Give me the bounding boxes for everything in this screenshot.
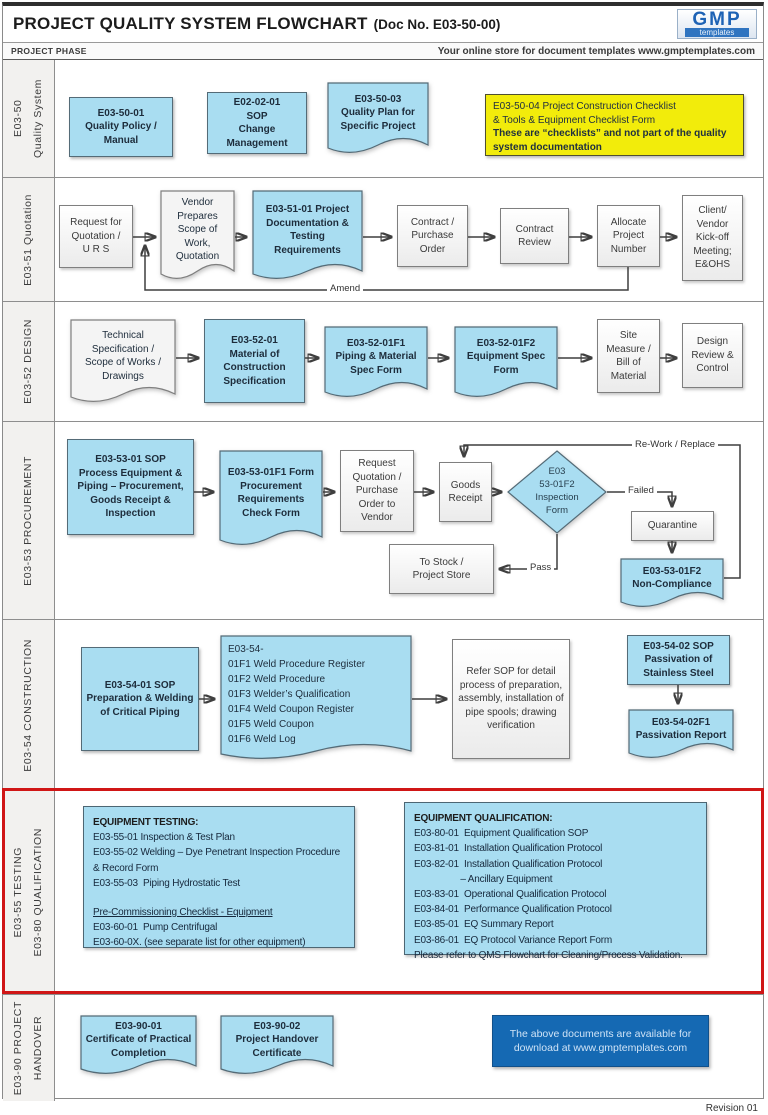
page-title-docno: (Doc No. E03-50-00) [373, 17, 501, 32]
lane-content-quotation: Request for Quotation / U R S Vendor Pre… [55, 178, 763, 301]
rework-connector-label: Re-Work / Replace [632, 439, 719, 450]
node-quarantine: Quarantine [631, 511, 714, 541]
node-to-stock-project-store: To Stock / Project Store [389, 544, 494, 594]
lane-content-construction: E03-54-01 SOP Preparation & Welding of C… [55, 620, 763, 790]
revision-label: Revision 01 [705, 1103, 758, 1114]
node-vendor-prepares-scope: Vendor Prepares Scope of Work, Quotation [160, 190, 235, 282]
node-procurement-sop: E03-53-01 SOP Process Equipment & Piping… [67, 439, 194, 535]
design-connectors [176, 302, 763, 421]
lane-label-construction: E03-54 CONSTRUCTION [3, 620, 55, 790]
node-allocate-project-number: Allocate Project Number [597, 205, 660, 267]
lane-content-testing-qualification: EQUIPMENT TESTING: E03-55-01 Inspection … [55, 791, 763, 994]
node-construction-checklist-note: E03-50-04 Project Construction Checklist… [485, 94, 744, 156]
node-non-compliance-form: E03-53-01F2 Non-Compliance [620, 558, 724, 610]
node-request-quotation-po-vendor: Request Quotation / Purchase Order to Ve… [340, 450, 414, 532]
node-download-note: The above documents are available for do… [492, 1015, 709, 1067]
lane-construction: E03-54 CONSTRUCTION E03-54-01 SOP Prepar… [3, 620, 763, 791]
node-refer-sop-note: Refer SOP for detail process of preparat… [452, 639, 570, 759]
node-site-measure-bom: Site Measure / Bill of Material [597, 319, 660, 393]
node-project-documentation-testing: E03-51-01 Project Documentation & Testin… [252, 190, 363, 282]
lane-label-design: E03-52 DESIGN [3, 302, 55, 421]
logo-templates-text: templates [685, 28, 749, 37]
node-passivation-report: E03-54-02F1 Passivation Report [628, 709, 734, 761]
store-tagline: Your online store for document templates… [437, 45, 755, 57]
gmp-templates-logo: GMP templates [677, 9, 757, 39]
subheader: PROJECT PHASE Your online store for docu… [3, 43, 763, 60]
pass-connector-label: Pass [527, 562, 555, 573]
lane-project-handover: E03-90 PROJECT HANDOVER E03-90-01 Certif… [3, 995, 763, 1101]
lane-content-design: Technical Specification / Scope of Works… [55, 302, 763, 421]
lane-testing-qualification: E03-55 TESTING E03-80 QUALIFICATION EQUI… [3, 791, 763, 995]
node-technical-specification: Technical Specification / Scope of Works… [70, 319, 176, 405]
node-contract-review: Contract Review [500, 208, 569, 264]
node-quality-policy-manual: E03-50-01 Quality Policy / Manual [69, 97, 173, 157]
quotation-connectors [133, 178, 763, 291]
flowchart-frame: PROJECT QUALITY SYSTEM FLOWCHART (Doc No.… [2, 2, 764, 1101]
node-project-handover-certificate: E03-90-02 Project Handover Certificate [220, 1015, 334, 1077]
node-design-review-control: Design Review & Control [682, 323, 743, 388]
node-weld-documents-list: E03-54- 01F1 Weld Procedure Register 01F… [220, 635, 412, 762]
lane-label-quality-system: E03-50 Quality System [3, 60, 55, 177]
lane-design: E03-52 DESIGN Technical Specification / … [3, 302, 763, 422]
node-contract-purchase-order: Contract / Purchase Order [397, 205, 468, 267]
logo-gmp-text: GMP [692, 9, 742, 30]
node-request-for-quotation: Request for Quotation / U R S [59, 205, 133, 268]
construction-connectors [199, 685, 763, 790]
node-quality-plan-specific-project: E03-50-03 Quality Plan for Specific Proj… [327, 82, 429, 156]
failed-connector-label: Failed [625, 485, 657, 496]
node-equipment-testing-panel: EQUIPMENT TESTING: E03-55-01 Inspection … [83, 806, 355, 948]
lane-content-project-handover: E03-90-01 Certificate of Practical Compl… [55, 995, 763, 1101]
node-client-vendor-kickoff: Client/ Vendor Kick-off Meeting; E&OHS [682, 195, 743, 281]
node-equipment-spec-form: E03-52-01F2 Equipment Spec Form [454, 326, 558, 400]
amend-connector-label: Amend [327, 283, 364, 294]
lane-content-procurement: E03-53-01 SOP Process Equipment & Piping… [55, 422, 763, 619]
project-phase-label: PROJECT PHASE [11, 46, 87, 56]
lane-quotation: E03-51 Quotation Request for Quotation /… [3, 178, 763, 302]
lane-label-project-handover: E03-90 PROJECT HANDOVER [3, 995, 55, 1101]
lane-label-quotation: E03-51 Quotation [3, 178, 55, 301]
lane-label-testing-qualification: E03-55 TESTING E03-80 QUALIFICATION [3, 791, 55, 994]
node-inspection-form-decision: E03 53-01F2 Inspection Form [507, 450, 607, 534]
node-piping-material-spec-form: E03-52-01F1 Piping & Material Spec Form [324, 326, 428, 400]
node-goods-receipt: Goods Receipt [439, 462, 492, 522]
node-certificate-practical-completion: E03-90-01 Certificate of Practical Compl… [80, 1015, 197, 1077]
page-title: PROJECT QUALITY SYSTEM FLOWCHART (Doc No.… [13, 14, 500, 34]
lane-procurement: E03-53 PROCUREMENT E03-53-01 SOP Process… [3, 422, 763, 620]
node-sop-change-management: E02-02-01 SOP Change Management [207, 92, 307, 154]
lane-quality-system: E03-50 Quality System E03-50-01 Quality … [3, 60, 763, 178]
node-equipment-qualification-panel: EQUIPMENT QUALIFICATION: E03-80-01 Equip… [404, 802, 707, 961]
page-title-main: PROJECT QUALITY SYSTEM FLOWCHART [13, 14, 368, 33]
node-passivation-sop: E03-54-02 SOP Passivation of Stainless S… [627, 635, 730, 685]
lane-label-procurement: E03-53 PROCUREMENT [3, 422, 55, 619]
node-welding-sop: E03-54-01 SOP Preparation & Welding of C… [81, 647, 199, 751]
procurement-connectors [194, 444, 741, 579]
node-material-of-construction: E03-52-01 Material of Construction Speci… [204, 319, 305, 403]
node-procurement-check-form: E03-53-01F1 Form Procurement Requirement… [219, 450, 323, 548]
header: PROJECT QUALITY SYSTEM FLOWCHART (Doc No.… [3, 6, 763, 43]
lane-content-quality-system: E03-50-01 Quality Policy / Manual E02-02… [55, 60, 763, 177]
